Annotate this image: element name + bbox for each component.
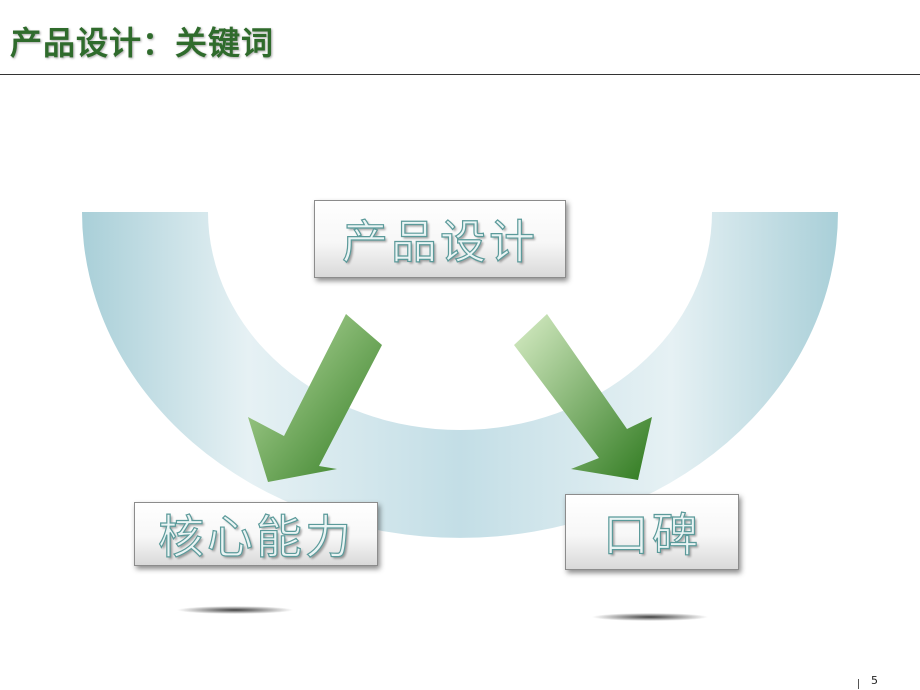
left-arrow-shape [248, 314, 382, 482]
product-design-label: 产品设计 [341, 214, 538, 269]
page-number: 5 [871, 674, 878, 687]
right-arrow-shape [514, 314, 652, 480]
core-competence-box: 核心能力 [134, 502, 378, 566]
product-design-box: 产品设计 [314, 200, 566, 278]
footer-divider [858, 679, 859, 689]
reputation-box: 口碑 [565, 494, 739, 570]
slide-title: 产品设计：关键词 [10, 24, 275, 62]
title-divider [0, 74, 920, 75]
reputation-label: 口碑 [602, 507, 701, 562]
right-box-shadow [592, 613, 708, 621]
left-box-shadow [177, 606, 293, 614]
core-competence-label: 核心能力 [157, 509, 354, 564]
